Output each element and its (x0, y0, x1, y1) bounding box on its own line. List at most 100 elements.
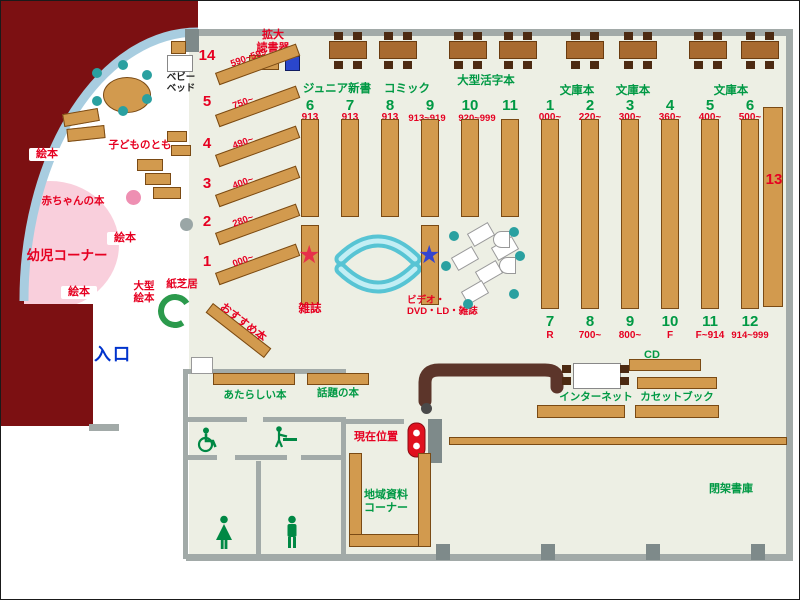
bookshelf (635, 405, 719, 418)
wall (235, 455, 287, 460)
shelf-range: F (666, 330, 674, 341)
chair (624, 32, 633, 40)
chair (562, 377, 571, 385)
cassette-label: カセットブック (640, 391, 714, 403)
bookshelf (301, 119, 319, 217)
chair (353, 61, 362, 69)
wall (301, 455, 346, 460)
pillar-round (180, 218, 193, 231)
chair (571, 61, 580, 69)
bookshelf (701, 119, 719, 309)
bookshelf (537, 405, 625, 418)
shelf-range: 913 (341, 112, 359, 123)
chair (571, 32, 580, 40)
closed-stacks-label: 閉架書庫 (709, 483, 753, 495)
picture-books-label: 絵本 (29, 148, 65, 161)
new-books-label: あたらしい本 (223, 389, 287, 401)
kids-step-shelf (153, 187, 181, 199)
picture-books-label: 絵本 (107, 232, 143, 245)
pillar (185, 29, 199, 52)
cd-label: CD (644, 349, 660, 361)
chair (765, 32, 774, 40)
wall (186, 554, 793, 561)
shelf-number: 9 (625, 313, 635, 330)
bookshelf (763, 107, 783, 307)
baby-changing-icon (274, 426, 297, 448)
video-dvd-label: ビデオ・ DVD・LD・雑誌 (407, 295, 478, 318)
chair (403, 32, 412, 40)
bookshelf (421, 119, 439, 217)
chair (454, 61, 463, 69)
shelf-number: 13 (765, 171, 783, 188)
shelf-number: 11 (502, 97, 518, 114)
reading-table (689, 41, 727, 59)
stool (92, 96, 102, 106)
shelf-number: 11 (702, 313, 718, 330)
shelf-range: R (546, 330, 554, 341)
stool (142, 70, 152, 80)
shelf-number: 2 (202, 213, 212, 230)
wall (183, 369, 346, 374)
chair (523, 61, 532, 69)
chair (523, 32, 532, 40)
chair (746, 32, 755, 40)
shelf-number: 1 (545, 97, 555, 114)
wall (89, 424, 119, 431)
stool (441, 261, 451, 271)
listening-seat (493, 231, 510, 248)
entrance-label: 入口 (94, 345, 132, 364)
shelf-number: 8 (385, 97, 395, 114)
shelf-range: 913 (381, 112, 399, 123)
shelf-range: 913 (301, 112, 319, 123)
stool (509, 289, 519, 299)
shelf-range: 920~999 (453, 113, 501, 124)
stool-round (421, 403, 432, 414)
bookshelf (501, 119, 519, 217)
shelf-number: 3 (202, 175, 212, 192)
stool (118, 60, 128, 70)
shelf-number: 14 (198, 47, 216, 64)
shelf-range: 220~ (578, 112, 602, 123)
reading-table (499, 41, 537, 59)
bookshelf (541, 119, 559, 309)
shelf-number: 3 (625, 97, 635, 114)
local-materials-label: 地域資料 コーナー (364, 489, 408, 514)
chair (590, 61, 599, 69)
bookshelf (421, 225, 439, 305)
wall (183, 417, 247, 422)
reading-table (741, 41, 779, 59)
main-floor (189, 31, 786, 559)
cassette-shelf (637, 377, 717, 389)
wall (183, 369, 188, 559)
chair (713, 32, 722, 40)
shelf-range: 800~ (618, 330, 642, 341)
chair (624, 61, 633, 69)
chair (504, 32, 513, 40)
stool (449, 231, 459, 241)
stool (515, 251, 525, 261)
shelf-number: 8 (585, 313, 595, 330)
reading-table (566, 41, 604, 59)
shelf-number: 4 (665, 97, 675, 114)
chair (384, 61, 393, 69)
bunko-label: 文庫本 (615, 85, 651, 97)
shelf-number: 7 (345, 97, 355, 114)
pillar (428, 419, 442, 463)
shelf-range: 360~ (658, 112, 682, 123)
baby-bed-label: ベビー ベッド (166, 72, 196, 95)
listening-seat (499, 257, 516, 274)
topical-books-shelf (307, 373, 369, 385)
gate-arcs (334, 234, 422, 294)
maroon-outer-wall (1, 1, 198, 426)
bookshelf (381, 119, 399, 217)
chair (643, 61, 652, 69)
reading-table (619, 41, 657, 59)
chair (353, 32, 362, 40)
cd-shelf (629, 359, 701, 371)
chair (334, 61, 343, 69)
chair (620, 377, 629, 385)
shelf-number: 7 (545, 313, 555, 330)
local-materials-shelf (418, 453, 431, 547)
